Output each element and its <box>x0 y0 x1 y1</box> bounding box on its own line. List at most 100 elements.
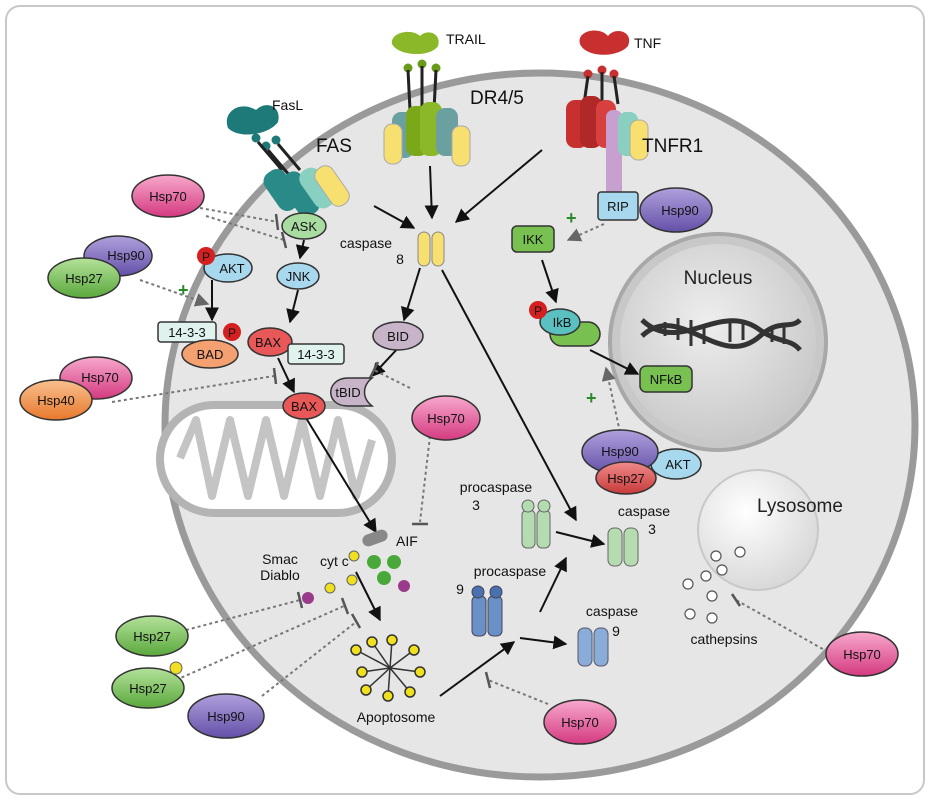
svg-text:Hsp27: Hsp27 <box>133 629 171 644</box>
cathepsin-particles <box>682 546 746 624</box>
procaspase9 <box>471 585 503 637</box>
caspase3 <box>607 527 639 567</box>
hsp70-bottom-mid: Hsp70 <box>543 699 617 745</box>
cytc-label: cyt c <box>320 553 349 569</box>
tbid-label: tBID <box>335 385 360 400</box>
svg-text:Hsp27: Hsp27 <box>65 271 103 286</box>
bad-label: BAD <box>197 347 224 362</box>
bax-node-mito <box>282 392 326 420</box>
ikb-node <box>539 308 581 336</box>
caspase3-label-2: 3 <box>648 521 656 537</box>
procaspase3-label-2: 3 <box>472 497 480 513</box>
caspase8-label-2: 8 <box>396 251 404 267</box>
bid-node <box>372 321 424 351</box>
svg-text:Hsp70: Hsp70 <box>149 189 187 204</box>
svg-text:Hsp70: Hsp70 <box>843 647 881 662</box>
released-factors <box>302 550 410 604</box>
caspase8-dimer <box>417 231 445 267</box>
svg-text:Hsp27: Hsp27 <box>129 681 167 696</box>
trail-label: TRAIL <box>446 31 486 47</box>
bid-label: BID <box>387 329 409 344</box>
svg-text:Hsp70: Hsp70 <box>561 715 599 730</box>
plus-ikk: + <box>566 208 577 228</box>
nfkb-node <box>639 365 693 393</box>
tbid-node <box>330 377 375 407</box>
svg-text:Hsp70: Hsp70 <box>81 370 119 385</box>
nucleus-label: Nucleus <box>684 268 753 289</box>
akt-phospho <box>197 247 215 265</box>
hsp70-bottom-right: Hsp70 <box>825 631 899 677</box>
mitochondrion <box>156 401 396 517</box>
nfkb-label: NFkB <box>650 372 683 387</box>
b1433-left <box>157 321 217 343</box>
b1433-right <box>287 343 345 365</box>
dr45-label: DR4/5 <box>470 88 524 109</box>
lysosome-label: Lysosome <box>757 496 843 517</box>
akt-label: AKT <box>219 261 244 276</box>
pathway-arrows <box>205 149 640 697</box>
aif-label: AIF <box>396 533 418 549</box>
inhibition-bars <box>272 213 742 689</box>
procaspase3-label-1: procaspase <box>460 479 533 495</box>
trail-ligand <box>391 31 441 73</box>
nucleus: Nucleus <box>608 232 828 452</box>
bad-phospho <box>223 323 241 341</box>
ikb-label: IkB <box>553 315 572 330</box>
ask-label: ASK <box>291 219 317 234</box>
svg-text:Hsp90: Hsp90 <box>107 248 145 263</box>
ikk-node <box>511 225 555 253</box>
hsp90-rip: Hsp90 <box>639 187 713 233</box>
svg-text:Hsp90: Hsp90 <box>601 444 639 459</box>
activation-arrows <box>139 223 621 433</box>
apoptosome-label: Apoptosome <box>357 709 436 725</box>
fas-label: FAS <box>316 136 352 157</box>
jnk-label: JNK <box>286 269 311 284</box>
hsp27-bottom-1: Hsp27 <box>115 615 189 657</box>
b1433-right-label: 14-3-3 <box>297 347 335 362</box>
svg-text:Hsp90: Hsp90 <box>207 709 245 724</box>
jnk-node <box>276 262 320 290</box>
ikk-label: IKK <box>523 232 544 247</box>
tnfr1-receptor <box>566 72 649 198</box>
b1433-left-label: 14-3-3 <box>168 325 206 340</box>
hsp27-lower-red: Hsp27 <box>595 461 657 495</box>
hsp27-left: Hsp27 <box>47 257 121 299</box>
tnf-label: TNF <box>634 35 661 51</box>
hsp27-bottom-2: Hsp27 <box>111 661 185 709</box>
rip-label: RIP <box>607 199 629 214</box>
plus-nfkb: + <box>586 388 597 408</box>
ikb-phospho-label: P <box>534 304 542 318</box>
svg-text:Hsp27: Hsp27 <box>607 471 645 486</box>
akt-node <box>203 253 253 283</box>
svg-text:Hsp70: Hsp70 <box>427 411 465 426</box>
cathepsins-label: cathepsins <box>691 631 758 647</box>
bad-node <box>181 339 239 369</box>
bax-mito-label: BAX <box>291 399 317 414</box>
hsp90-bottom: Hsp90 <box>187 693 265 739</box>
caspase9 <box>577 627 609 667</box>
mito-pore <box>362 529 388 547</box>
tnf-ligand <box>579 30 630 79</box>
bax-top-label: BAX <box>255 335 281 350</box>
inhibition-lines <box>111 207 829 705</box>
ask-node <box>281 212 327 240</box>
caspase9-label-1: caspase <box>586 603 638 619</box>
smac-label-2: Diablo <box>260 567 300 583</box>
caspase9-label-2: 9 <box>612 623 620 639</box>
caspase8-label-1: caspase <box>340 235 392 251</box>
smac-label-1: Smac <box>262 551 298 567</box>
hsp70-top-left: Hsp70 <box>131 174 205 218</box>
procaspase3 <box>521 499 551 549</box>
dr45-receptor <box>383 66 471 167</box>
procaspase9-label-1: procaspase <box>474 563 547 579</box>
fasl-label: FasL <box>272 97 303 113</box>
akt-lower-label: AKT <box>665 457 690 472</box>
lysosome: Lysosome <box>697 469 843 591</box>
hsp70-mid: Hsp70 <box>411 395 481 441</box>
bad-phospho-label: P <box>228 326 236 340</box>
bax-node-top <box>247 327 293 357</box>
tnfr1-label: TNFR1 <box>642 136 703 157</box>
apoptosome <box>350 634 426 702</box>
rip-node <box>597 191 639 221</box>
